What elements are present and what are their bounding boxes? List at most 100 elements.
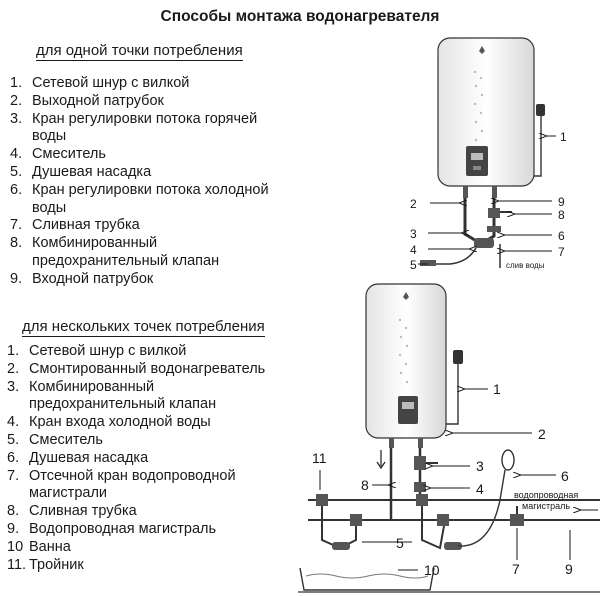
control-panel — [466, 146, 488, 176]
section1-list-item-number: 1. — [10, 75, 23, 91]
section1-list-item-text: Кран регулировки потока холодной — [32, 181, 269, 198]
section2-list-item-number: 6. — [7, 449, 20, 466]
section2-list-item-number: 8. — [7, 503, 20, 520]
bathtub — [299, 567, 435, 591]
power-cord — [534, 116, 542, 177]
safety-valve-2 — [414, 456, 426, 470]
brand-logo-icon — [479, 46, 485, 54]
section2-list-item: 7. Отсечной кран водопроводной — [7, 468, 265, 486]
water-main-label-line2: магистраль — [522, 501, 570, 511]
section2-list-item: предохранительный клапан — [7, 396, 265, 414]
section1-list-item-text: Комбинированный — [32, 235, 158, 252]
section1-list-item-number: 3. — [10, 110, 23, 127]
callout2-11: 11 — [312, 450, 327, 466]
callout-2: 2 — [410, 197, 417, 211]
safety-valve — [488, 208, 500, 218]
section1-list-item-text: предохранительный клапан — [32, 252, 220, 269]
drain-label: слив воды — [506, 261, 545, 270]
callout2-2: 2 — [538, 426, 546, 442]
section2-list-item-number: 5. — [7, 431, 20, 448]
section1-list-item: воды — [10, 200, 269, 218]
section2-list-item-text: предохранительный клапан — [29, 396, 217, 413]
callout-7: 7 — [558, 245, 565, 259]
section1-list-item: 8.Комбинированный — [10, 235, 269, 253]
water-heater-tank — [437, 37, 535, 187]
section1-list-item-text: Душевая насадка — [32, 163, 152, 180]
section1-list-item-number: 5. — [10, 163, 23, 180]
section2-list-item-text: Душевая насадка — [29, 449, 149, 466]
section2-list-item: магистрали — [7, 485, 265, 503]
callout2-9: 9 — [565, 561, 573, 577]
section1-list-item: воды — [10, 128, 269, 146]
callout2-4: 4 — [476, 481, 484, 497]
section2-heading: для нескольких точек потребления — [22, 318, 265, 337]
callout-1: 1 — [560, 130, 567, 144]
plug-icon-2 — [453, 350, 463, 364]
section2-list-item: 2.Смонтированный водонагреватель — [7, 361, 265, 379]
section2-list-item-text: Отсечной кран водопроводной — [29, 467, 236, 484]
brand-logo-icon-2 — [403, 292, 409, 300]
callout2-7: 7 — [512, 561, 520, 577]
section2-list-item-text: Кран входа холодной воды — [29, 414, 211, 431]
section2-list-item-text: Смонтированный водонагреватель — [29, 360, 266, 377]
cold-inlet-valve — [414, 482, 426, 492]
section2-list-item-text: Тройник — [29, 556, 84, 573]
control-panel-2 — [398, 396, 418, 424]
shower-head-2 — [501, 449, 515, 471]
section2-list-item: 4. Кран входа холодной воды — [7, 414, 265, 432]
water-main-label-line1: водопроводная — [514, 490, 578, 500]
section2-list-item-number: 3. — [7, 378, 20, 395]
mixer — [474, 238, 494, 248]
section2-list-item: 8. Сливная трубка — [7, 503, 265, 521]
section2-list-item-number: 11. — [7, 556, 27, 573]
callout2-6: 6 — [561, 468, 569, 484]
section1-list-item: 7. Сливная трубка — [10, 217, 269, 235]
section1-list-item-number: 4. — [10, 146, 23, 163]
section2-list-item-text: магистрали — [29, 485, 108, 502]
section2-list-item-number: 1. — [7, 343, 20, 359]
section2-list-item-number: 10 — [7, 538, 24, 555]
plug-icon — [536, 104, 545, 116]
section1-list-item-number: 9. — [10, 270, 23, 287]
section2-list-item-text: Сливная трубка — [29, 503, 137, 520]
section2-list-item: 9. Водопроводная магистраль — [7, 521, 265, 539]
section2-list-item: 1. Сетевой шнур с вилкой — [7, 343, 265, 361]
section1-list-item-text: воды — [32, 199, 67, 216]
section2-list-item: 5.Смеситель — [7, 432, 265, 450]
section2-list-item: 11.Тройник — [7, 557, 265, 575]
page-title: Способы монтажа водонагревателя — [160, 8, 440, 25]
section2-list-item-text: Водопроводная магистраль — [29, 520, 217, 537]
section1-list-item: 9.Входной патрубок — [10, 271, 269, 289]
section1-heading: для одной точки потребления — [36, 42, 243, 61]
section1-list-item-text: воды — [32, 128, 67, 145]
section2-list-item-number: 7. — [7, 467, 20, 484]
callout-3: 3 — [410, 227, 417, 241]
section2-list-item-text: Сетевой шнур с вилкой — [29, 343, 187, 359]
section2-list-item-number: 9. — [7, 520, 20, 537]
section2-list-item-text: Ванна — [29, 538, 71, 555]
section1-list-item-number: 7. — [10, 217, 23, 234]
section1-list-item-text: Кран регулировки потока горячей — [32, 110, 258, 127]
section1-list-item: 3. Кран регулировки потока горячей — [10, 111, 269, 129]
callout2-10: 10 — [424, 562, 440, 578]
section1-list-item-text: Сливная трубка — [32, 217, 140, 234]
section1-list-item: 6. Кран регулировки потока холодной — [10, 182, 269, 200]
section1-list-item: 1.Сетевой шнур с вилкой — [10, 75, 269, 93]
callout2-1: 1 — [493, 381, 501, 397]
diagram-single-point: 1 2 3 4 5 6 7 8 9 слив воды — [410, 37, 567, 272]
section1-list-item: 2.Выходной патрубок — [10, 93, 269, 111]
callout-8: 8 — [558, 208, 565, 222]
callout2-8: 8 — [361, 477, 369, 493]
callout-9: 9 — [558, 195, 565, 209]
section2-list-item-number: 4. — [7, 414, 20, 431]
diagram-multiple-points: 1 2 3 4 5 6 7 8 9 10 11 водопроводная ма… — [298, 283, 600, 593]
mixer-2 — [444, 542, 462, 550]
callout-6: 6 — [558, 229, 565, 243]
mixer-1 — [332, 542, 350, 550]
section1-list-item-text: Выходной патрубок — [32, 92, 164, 109]
shutoff-valve — [510, 514, 524, 526]
callout-4: 4 — [410, 243, 417, 257]
section1-list-item-number: 6. — [10, 181, 23, 198]
